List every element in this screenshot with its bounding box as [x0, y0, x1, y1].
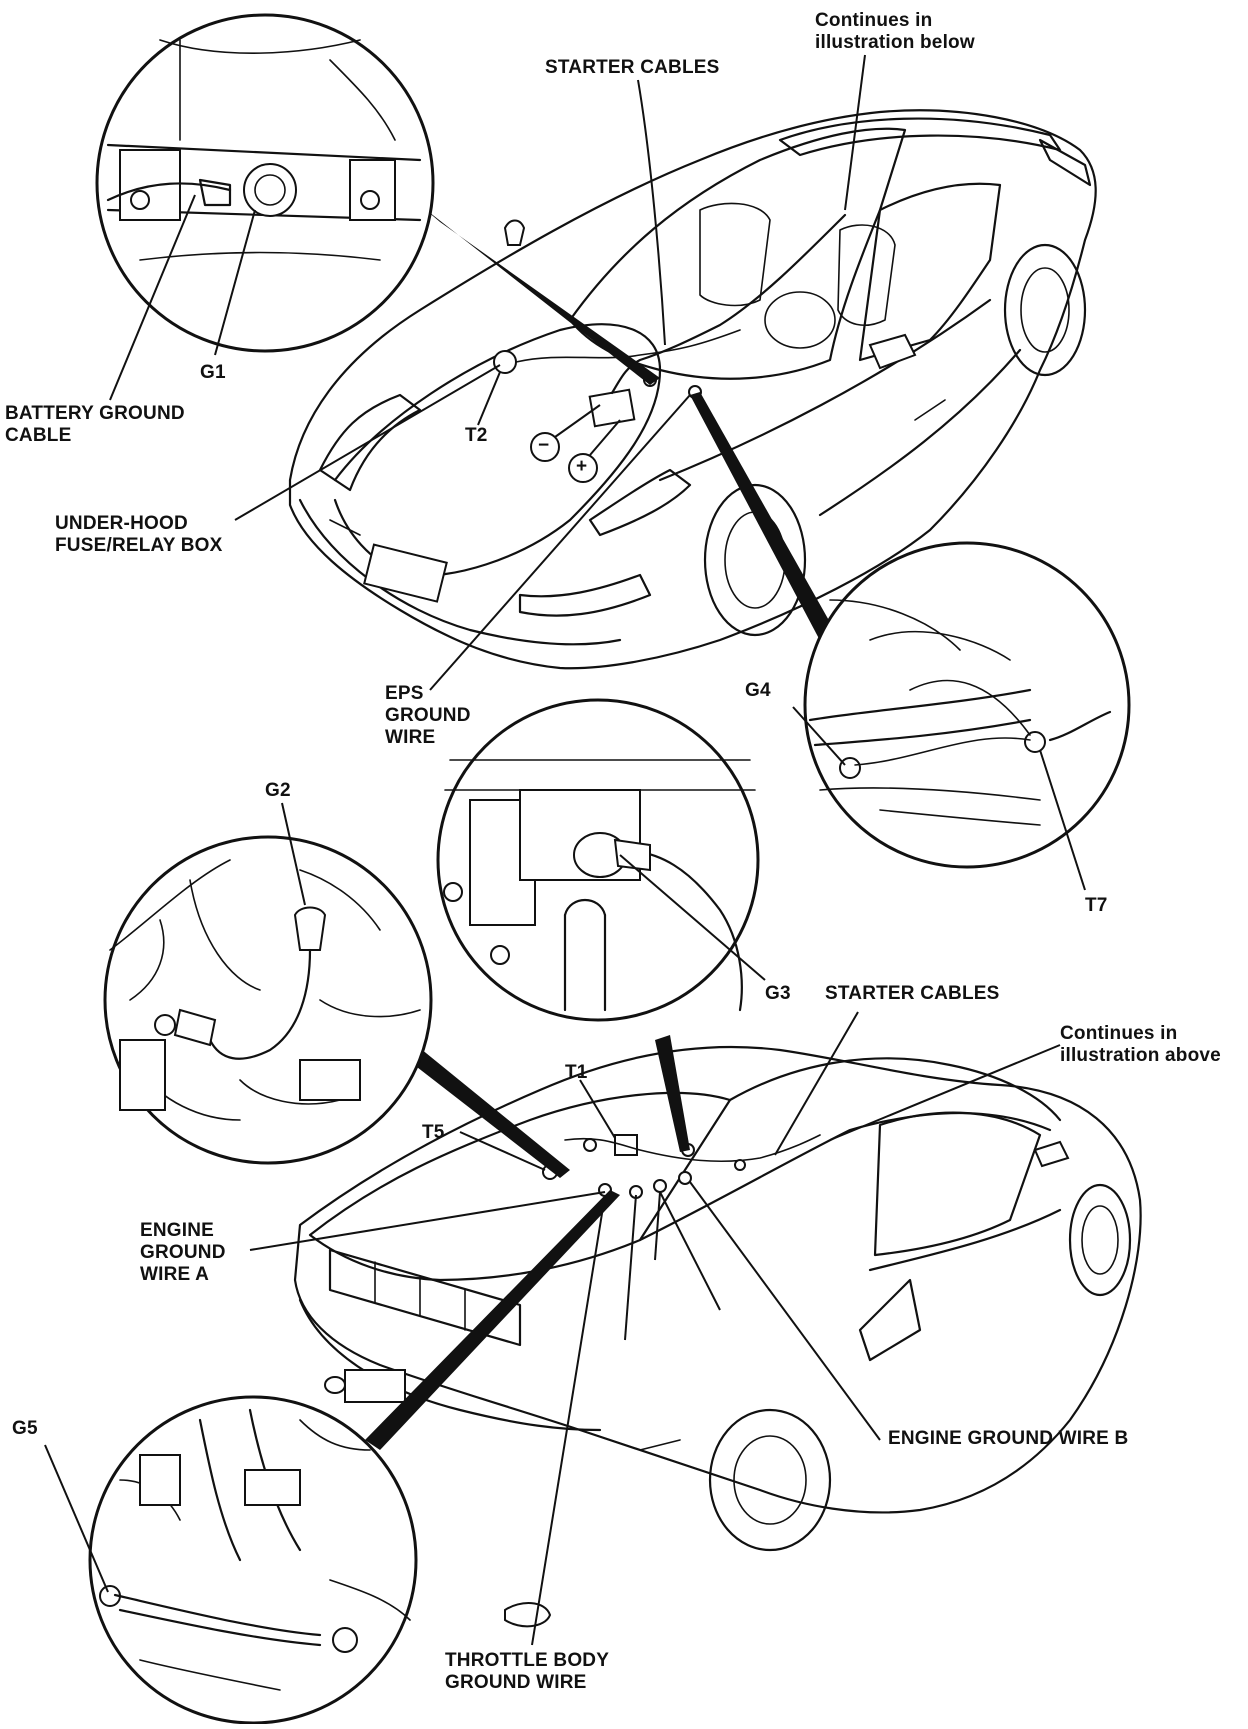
label-g1: G1	[200, 362, 226, 383]
leader-lines	[44, 54, 1086, 1646]
label-battery-minus: −	[538, 435, 550, 456]
label-throttle-body-ground-wire: THROTTLE BODY GROUND WIRE	[445, 1650, 609, 1694]
bottom-car-outline	[293, 1045, 1142, 1628]
label-battery-ground-cable-line2: CABLE	[5, 425, 72, 446]
label-eps-line2: GROUND	[385, 705, 471, 726]
label-eps-line1: EPS	[385, 683, 424, 704]
label-engine-ground-wire-a-line3: WIRE A	[140, 1264, 210, 1285]
callout-connectors	[365, 205, 840, 1450]
label-t1: T1	[565, 1062, 588, 1083]
battery-minus-icon	[530, 432, 560, 462]
label-under-hood-line2: FUSE/RELAY BOX	[55, 535, 223, 556]
label-under-hood-fuse-relay-box: UNDER-HOOD FUSE/RELAY BOX	[55, 513, 223, 557]
label-eps-line3: WIRE	[385, 727, 436, 748]
label-continues-above-line2: illustration above	[1060, 1045, 1221, 1066]
label-engine-ground-wire-a: ENGINE GROUND WIRE A	[140, 1220, 226, 1286]
g5-detail-circle	[88, 1395, 418, 1725]
label-under-hood-line1: UNDER-HOOD	[55, 513, 188, 534]
label-g5: G5	[12, 1418, 38, 1439]
label-engine-ground-wire-b: ENGINE GROUND WIRE B	[888, 1428, 1129, 1449]
label-throttle-body-line2: GROUND WIRE	[445, 1672, 587, 1693]
label-engine-ground-wire-a-line1: ENGINE	[140, 1220, 215, 1241]
label-g3: G3	[765, 983, 791, 1004]
label-continues-below: Continues in illustration below	[815, 10, 975, 54]
label-t7: T7	[1085, 895, 1108, 916]
label-t5: T5	[422, 1122, 445, 1143]
battery-plus-icon	[568, 453, 598, 483]
label-battery-ground-cable: BATTERY GROUND CABLE	[5, 403, 185, 447]
label-g4: G4	[745, 680, 771, 701]
label-eps-ground-wire: EPS GROUND WIRE	[385, 683, 471, 749]
label-continues-below-line2: illustration below	[815, 32, 975, 53]
t1-terminal-icon	[614, 1134, 638, 1156]
label-starter-cables-top: STARTER CABLES	[545, 57, 720, 78]
label-starter-cables-bottom: STARTER CABLES	[825, 983, 1000, 1004]
label-engine-ground-wire-a-line2: GROUND	[140, 1242, 226, 1263]
fuse-relay-box-icon	[493, 350, 517, 374]
label-continues-above-line1: Continues in	[1060, 1023, 1178, 1044]
label-throttle-body-line1: THROTTLE BODY	[445, 1650, 610, 1671]
label-battery-plus: +	[576, 456, 588, 477]
label-continues-above: Continues in illustration above	[1060, 1023, 1221, 1067]
bottom-engine-bay-parts	[542, 1134, 821, 1199]
label-g2: G2	[265, 780, 291, 801]
g4-t7-detail-circle	[803, 541, 1131, 869]
g1-detail-circle	[95, 13, 435, 353]
label-battery-ground-cable-line1: BATTERY GROUND	[5, 403, 185, 424]
label-t2: T2	[465, 425, 488, 446]
g3-detail-circle	[436, 698, 760, 1022]
label-continues-below-line1: Continues in	[815, 10, 933, 31]
g2-detail-circle	[103, 835, 433, 1165]
